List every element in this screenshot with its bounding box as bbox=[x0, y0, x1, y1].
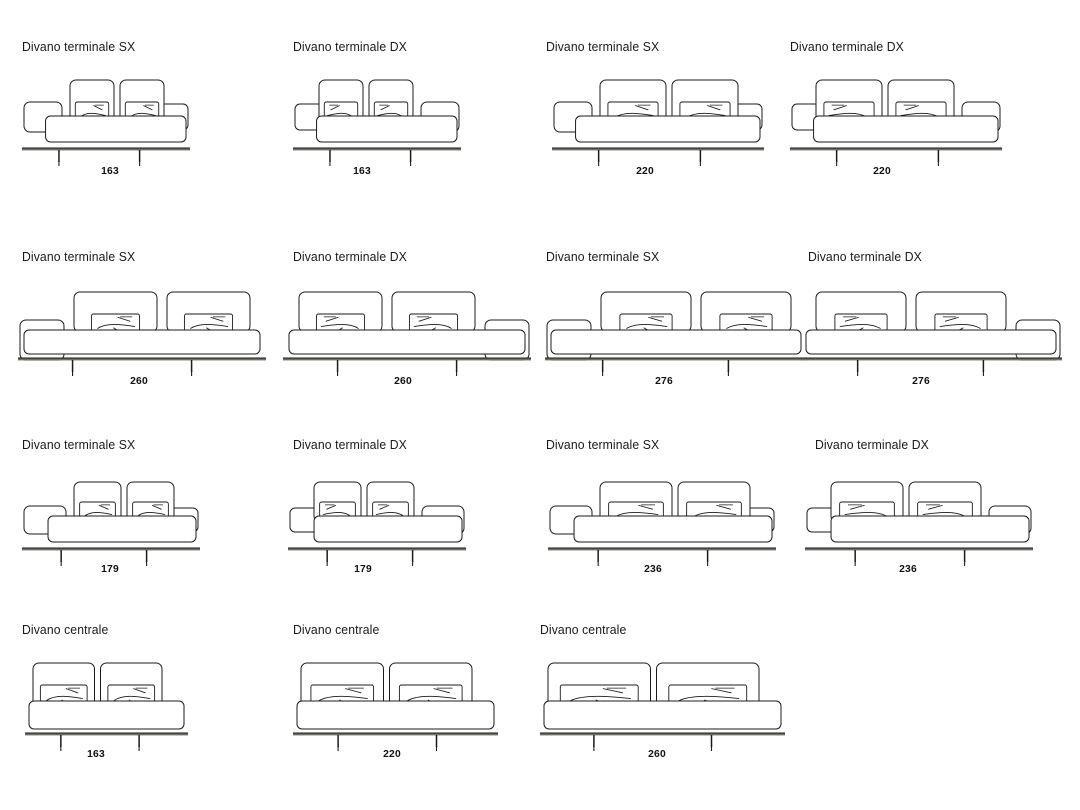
sofa-elevation-drawing bbox=[22, 58, 204, 168]
sofa-elevation-drawing bbox=[288, 456, 480, 566]
dimension-label: 260 bbox=[648, 749, 666, 760]
sofa-elevation-drawing bbox=[805, 456, 1047, 566]
sofa-elevation-drawing bbox=[552, 58, 778, 168]
sofa-title: Divano centrale bbox=[22, 623, 109, 637]
sofa-title: Divano terminale DX bbox=[293, 438, 407, 452]
dimension-label: 260 bbox=[130, 376, 148, 387]
sofa-elevation-drawing bbox=[283, 268, 545, 378]
sofa-elevation-drawing bbox=[18, 268, 280, 378]
sofa-title: Divano terminale SX bbox=[22, 438, 136, 452]
sofa-title: Divano terminale DX bbox=[293, 40, 407, 54]
sofa-elevation-drawing bbox=[545, 268, 821, 378]
dimension-label: 220 bbox=[636, 166, 654, 177]
sofa-elevation-drawing bbox=[293, 58, 475, 168]
dimension-label: 179 bbox=[101, 564, 119, 575]
dimension-label: 179 bbox=[354, 564, 372, 575]
sofa-elevation-drawing bbox=[548, 456, 790, 566]
sofa-title: Divano centrale bbox=[540, 623, 627, 637]
dimension-label: 220 bbox=[873, 166, 891, 177]
sofa-title: Divano terminale SX bbox=[22, 250, 136, 264]
sofa-elevation-drawing bbox=[293, 641, 512, 751]
dimension-label: 276 bbox=[912, 376, 930, 387]
dimension-label: 260 bbox=[394, 376, 412, 387]
sofa-title: Divano centrale bbox=[293, 623, 380, 637]
sofa-elevation-drawing bbox=[800, 268, 1076, 378]
dimension-label: 220 bbox=[383, 749, 401, 760]
dimension-label: 236 bbox=[644, 564, 662, 575]
dimension-label: 276 bbox=[655, 376, 673, 387]
dimension-label: 236 bbox=[899, 564, 917, 575]
sofa-title: Divano terminale DX bbox=[815, 438, 929, 452]
sofa-elevation-drawing bbox=[22, 456, 214, 566]
sofa-title: Divano terminale DX bbox=[790, 40, 904, 54]
dimension-label: 163 bbox=[87, 749, 105, 760]
sofa-title: Divano terminale SX bbox=[546, 40, 660, 54]
sofa-elevation-drawing bbox=[25, 641, 202, 751]
sofa-elevation-drawing bbox=[790, 58, 1016, 168]
sofa-title: Divano terminale SX bbox=[22, 40, 136, 54]
sofa-title: Divano terminale DX bbox=[808, 250, 922, 264]
dimension-label: 163 bbox=[353, 166, 371, 177]
sofa-title: Divano terminale SX bbox=[546, 250, 660, 264]
sofa-title: Divano terminale SX bbox=[546, 438, 660, 452]
sofa-title: Divano terminale DX bbox=[293, 250, 407, 264]
dimension-label: 163 bbox=[101, 166, 119, 177]
sofa-elevation-drawing bbox=[540, 641, 799, 751]
